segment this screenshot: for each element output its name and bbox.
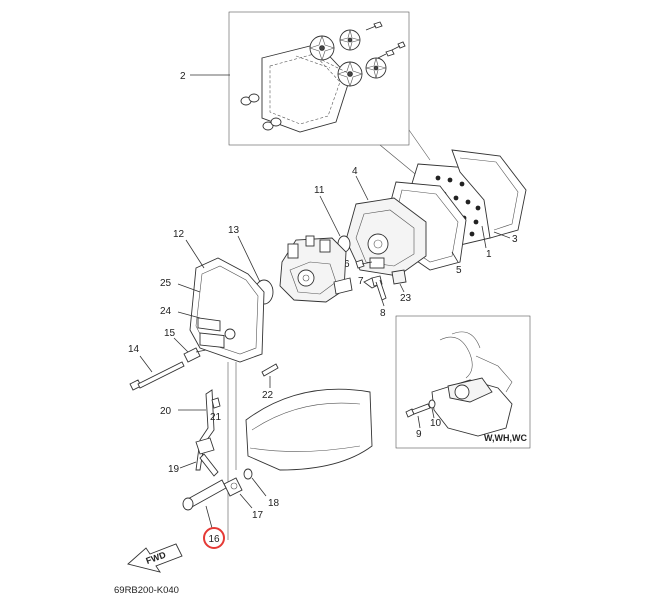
- callout-21: 21: [210, 412, 222, 423]
- callout-11: 11: [314, 185, 325, 196]
- callout-7: 7: [358, 276, 364, 287]
- hull-outline: [245, 388, 373, 471]
- callout-6: 6: [344, 259, 350, 270]
- callout-23: 23: [400, 293, 412, 304]
- callout-24: 24: [160, 306, 172, 317]
- fitting-17: [223, 477, 243, 497]
- callout-5: 5: [456, 265, 462, 276]
- callout-9: 9: [416, 429, 422, 440]
- intake-silencer: [189, 257, 265, 363]
- callout-14: 14: [128, 344, 140, 355]
- bolt-14: [129, 361, 185, 391]
- diagram-code: 69RB200-K040: [114, 585, 179, 596]
- collar-15: [183, 347, 207, 363]
- highlight-callout-16[interactable]: 16: [203, 527, 225, 549]
- callout-19: 19: [168, 464, 180, 475]
- bolt-8: [371, 275, 387, 301]
- callout-8: 8: [380, 308, 386, 319]
- callout-25: 25: [160, 278, 172, 289]
- inset-variant-label: W,WH,WC: [484, 433, 527, 443]
- callout-17: 17: [252, 510, 264, 521]
- lever-19: [195, 437, 219, 477]
- callout-1: 1: [486, 249, 492, 260]
- callout-4: 4: [352, 166, 358, 177]
- callout-2: 2: [180, 71, 186, 82]
- callout-18: 18: [268, 498, 280, 509]
- carburetor-body: [279, 235, 353, 303]
- top-inset-box: [228, 11, 410, 146]
- right-inset-box: [395, 315, 531, 449]
- callout-20: 20: [160, 406, 172, 417]
- callout-3: 3: [512, 234, 518, 245]
- cover-plate: [345, 197, 427, 277]
- callout-13: 13: [228, 225, 240, 236]
- hose-16: [182, 479, 227, 511]
- callout-10: 10: [430, 418, 442, 429]
- callout-12: 12: [173, 229, 185, 240]
- fwd-arrow-icon: FWD: [127, 543, 183, 573]
- callout-22: 22: [262, 390, 274, 401]
- callout-15: 15: [164, 328, 176, 339]
- callout-16: 16: [208, 534, 220, 545]
